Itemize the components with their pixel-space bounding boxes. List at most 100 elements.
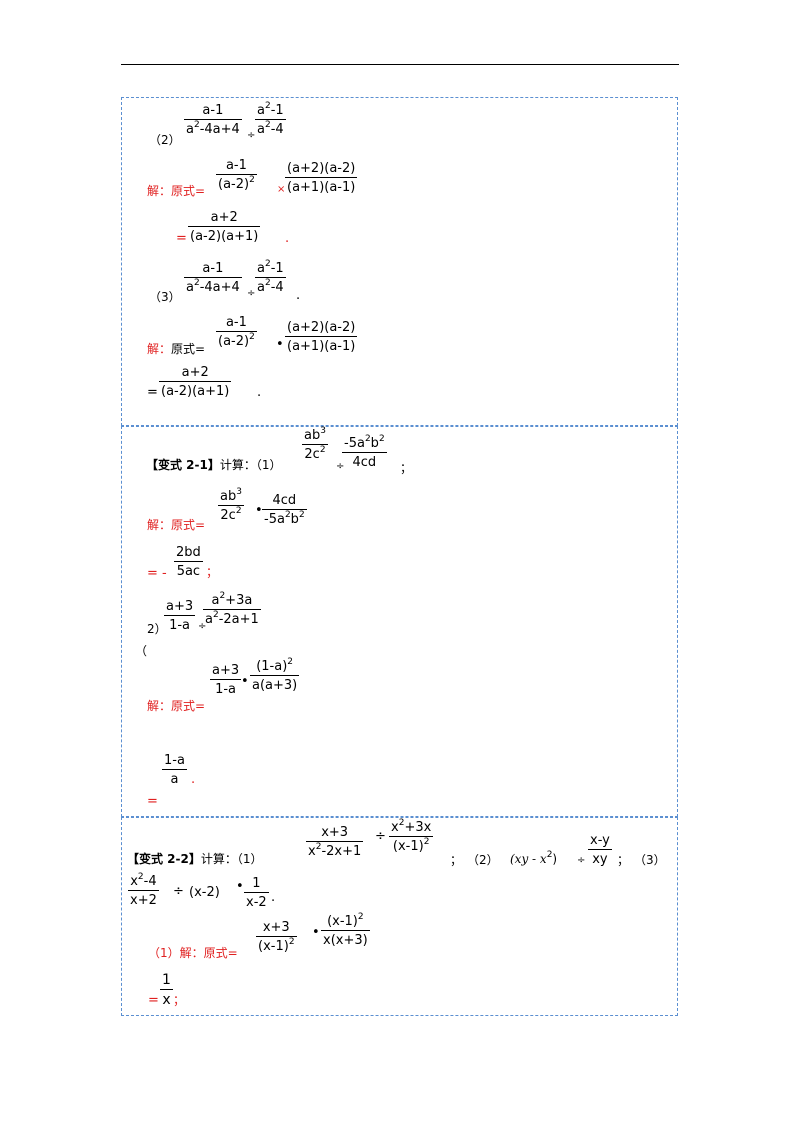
q3-fraction-1: x2-4 x+2 <box>128 872 159 907</box>
denominator: (a-2)2 <box>216 331 257 349</box>
header-rule <box>121 64 679 65</box>
numerator: x2+3x <box>391 818 432 835</box>
problem-2-label: （2） <box>467 853 499 867</box>
semicolon: ； <box>400 461 413 475</box>
denominator: (x-1)2 <box>256 936 297 954</box>
numerator: a2-1 <box>257 259 284 276</box>
p3-fraction-1: a-1 a2-4a+4 <box>184 262 242 294</box>
equals-sign: = <box>147 794 158 809</box>
denominator: 2c2 <box>302 444 328 461</box>
equals-sign: = <box>176 231 187 246</box>
denominator: x-2 <box>244 892 269 909</box>
numerator: 2bd <box>176 545 201 560</box>
denominator: x2-2x+1 <box>306 841 364 859</box>
semicolon: ； <box>173 993 186 1007</box>
multiply-dot: • <box>276 337 284 352</box>
p2-fraction-1: a-1 a2-4a+4 <box>184 104 242 136</box>
denominator: -5a2b2 <box>262 509 307 527</box>
equals-sign: = <box>148 993 159 1008</box>
variant-2-2-box <box>121 817 678 1016</box>
solution-label: 解：原式= <box>147 184 206 198</box>
solution-box-1 <box>121 97 678 426</box>
solution-label: （1）解：原式= <box>148 946 238 960</box>
numerator: x+3 <box>321 825 349 840</box>
variant-2-2-title: 【变式 2-2】计算：（1） <box>127 852 263 866</box>
period: . <box>285 231 290 246</box>
divide-sign: ÷ <box>375 829 386 844</box>
s-fraction-1: x+3 (x-1)2 <box>256 921 297 953</box>
variant-2-1-box <box>121 426 678 817</box>
semicolon: ； <box>206 565 219 579</box>
answer-prefix: = - <box>147 566 167 581</box>
q1-fraction-2: -5a2b2 4cd <box>342 435 387 469</box>
numerator: (a+2)(a-2) <box>287 161 356 176</box>
p3-fraction-2: a2-1 a2-4 <box>255 259 286 295</box>
numerator: a-1 <box>202 261 224 276</box>
q2-fraction: x-y xy <box>588 834 612 866</box>
numerator: 1 <box>162 972 171 988</box>
numerator: a2-1 <box>257 101 284 118</box>
period: . <box>191 772 196 787</box>
s-fraction-2: 4cd -5a2b2 <box>262 494 307 526</box>
problem-3-label: （3） <box>149 290 181 304</box>
denominator: (a-2)2 <box>216 174 257 192</box>
problem-3-label: （3） <box>634 853 666 867</box>
s3-fraction-2: (a+2)(a-2) (a+1)(a-1) <box>285 320 358 353</box>
denominator: (a-2)(a+1) <box>188 226 261 243</box>
numerator: (x-1)2 <box>327 912 364 929</box>
period: . <box>296 288 301 303</box>
q2-expression: (xy - x2) <box>510 850 558 866</box>
denominator: (a+1)(a-1) <box>285 177 358 194</box>
q1-fraction-1: ab3 2c2 <box>302 426 328 461</box>
numerator: x2-4 <box>130 872 157 889</box>
divide-sign: ÷ <box>577 855 586 866</box>
numerator: a-1 <box>202 103 224 118</box>
solution-label: 解：原式= <box>147 342 206 356</box>
s-fraction-2: (x-1)2 x(x+3) <box>321 912 370 947</box>
denominator: 2c2 <box>218 505 244 522</box>
numerator: 1 <box>252 876 261 891</box>
q1-fraction-1: x+3 x2-2x+1 <box>306 825 364 859</box>
numerator: a+2 <box>181 365 209 380</box>
multiply-dot: • <box>255 503 263 518</box>
divide-sign: ÷ <box>336 461 345 472</box>
s-fraction-1: ab3 2c2 <box>218 487 244 522</box>
numerator: (a+2)(a-2) <box>287 320 356 335</box>
solution-label: 解：原式= <box>147 699 206 713</box>
result-fraction: a+2 (a-2)(a+1) <box>188 211 261 243</box>
denominator: xy <box>588 849 612 866</box>
q2-fraction-1: a+3 1-a <box>164 600 196 632</box>
s3-fraction-1: a-1 (a-2)2 <box>216 316 257 348</box>
q3-fraction-2: 1 x-2 <box>244 877 269 909</box>
p2-fraction-2: a2-1 a2-4 <box>255 101 286 137</box>
denominator: x <box>160 989 173 1007</box>
variant-2-1-title: 【变式 2-1】计算：（1） <box>146 458 282 472</box>
multiply-dot: • <box>241 674 249 689</box>
answer-fraction: 2bd 5ac <box>174 546 203 578</box>
result-fraction-3: a+2 (a-2)(a+1) <box>159 365 232 398</box>
s1-fraction-1: a-1 (a-2)2 <box>216 159 257 191</box>
problem-2-label: 2） <box>147 622 167 636</box>
numerator: ab3 <box>220 487 242 504</box>
denominator: x+2 <box>128 890 159 907</box>
denominator: (a+1)(a-1) <box>285 336 358 353</box>
numerator: x-y <box>590 833 610 848</box>
denominator: a2-2a+1 <box>203 609 261 627</box>
denominator: a2-4 <box>255 119 286 137</box>
numerator: x+3 <box>262 920 290 935</box>
multiply-dot: • <box>236 879 244 894</box>
denominator: (x-1)2 <box>389 836 434 853</box>
period: . <box>271 890 276 905</box>
denominator: a2-4 <box>255 277 286 295</box>
numerator: 1-a <box>164 753 185 768</box>
denominator: (a-2)(a+1) <box>159 381 232 398</box>
semicolon: ； <box>617 853 630 867</box>
multiply-dot: • <box>312 925 320 940</box>
q2-fraction-2: a2+3a a2-2a+1 <box>203 592 261 627</box>
problem-2-label: （2） <box>149 133 181 147</box>
times-sign: × <box>277 184 286 195</box>
answer-fraction-2: 1-a a <box>162 754 187 786</box>
numerator: (1-a)2 <box>256 657 294 674</box>
s2-fraction-2: (1-a)2 a(a+3) <box>250 657 300 692</box>
numerator: ab3 <box>304 426 326 443</box>
